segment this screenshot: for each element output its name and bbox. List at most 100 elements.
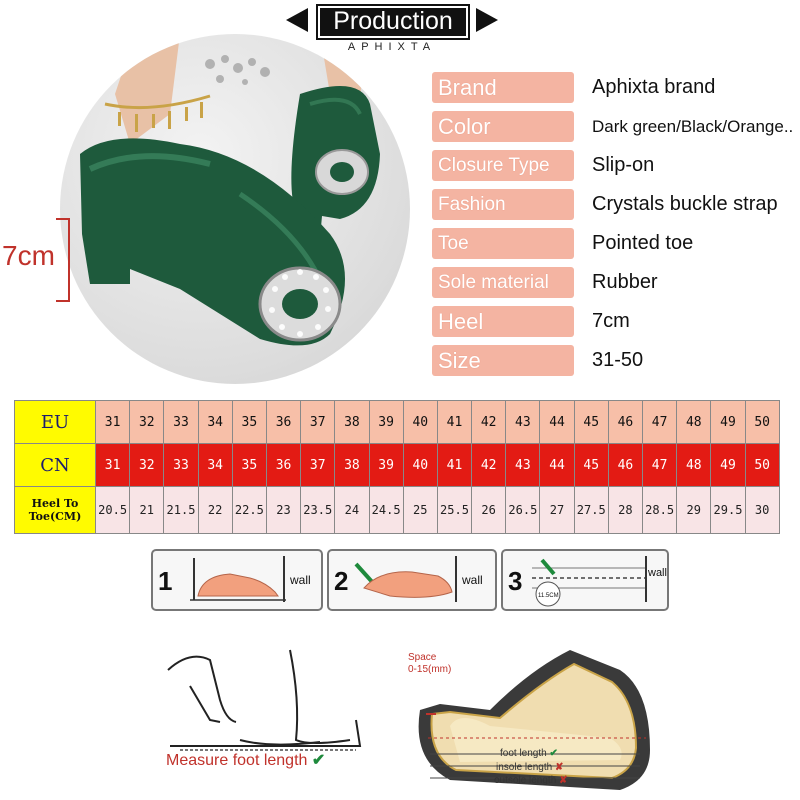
spec-row-closure: Closure Type Slip-on: [432, 148, 792, 187]
size-cell: 23: [265, 486, 302, 534]
size-cell: 47: [641, 443, 678, 487]
size-cell: 33: [163, 443, 199, 487]
size-cell: 25.5: [436, 486, 473, 534]
size-cell: 49: [710, 443, 746, 487]
size-cell: 33: [163, 400, 199, 444]
size-cell: 32: [129, 443, 165, 487]
spec-row-brand: Brand Aphixta brand: [432, 70, 792, 109]
shoe-photo: [60, 34, 410, 384]
size-row-eu: EU 31 32 33 34 35 36 37 38 39 40 41 42 4…: [14, 400, 780, 444]
size-cell: 44: [539, 443, 575, 487]
size-cell: 22: [197, 486, 233, 534]
size-cell: 34: [197, 443, 233, 487]
spec-value: Slip-on: [592, 154, 655, 176]
size-cell: 41: [436, 443, 473, 487]
cross-icon: ✘: [559, 775, 568, 786]
spec-key: Brand: [432, 72, 574, 103]
size-cell: 50: [744, 400, 780, 444]
size-cell: 31: [94, 400, 131, 444]
measure-foot-caption: Measure foot length ✔: [166, 750, 325, 770]
size-cell: 49: [710, 400, 746, 444]
size-cell: 50: [744, 443, 780, 487]
insole-length-label: insole length ✘: [496, 762, 563, 773]
size-cell: 42: [471, 400, 507, 444]
size-cell: 27.5: [573, 486, 609, 534]
size-cell: 29: [676, 486, 712, 534]
step-2-panel: 2 wall: [327, 549, 497, 611]
size-cell: 38: [334, 443, 370, 487]
banner-right-ribbon: [476, 8, 498, 32]
size-cell: 25: [402, 486, 438, 534]
size-cell: 35: [231, 443, 267, 487]
size-chart-table: EU 31 32 33 34 35 36 37 38 39 40 41 42 4…: [14, 400, 780, 534]
size-cell: 42: [471, 443, 507, 487]
outsole-length-label: outsole length ✘: [494, 775, 567, 786]
header-banner: Production: [286, 4, 498, 40]
spec-row-heel: Heel 7cm: [432, 304, 792, 343]
size-cell: 24.5: [368, 486, 404, 534]
size-cell: 26.5: [505, 486, 541, 534]
spec-key: Heel: [432, 306, 574, 337]
size-cell: 45: [573, 400, 609, 444]
size-cell: 46: [607, 443, 644, 487]
heel-label-line2: Toe(CM): [28, 510, 82, 523]
size-cell: 36: [265, 400, 302, 444]
shoe-illustration: [80, 34, 380, 346]
size-cell: 45: [573, 443, 609, 487]
size-cell: 28: [607, 486, 644, 534]
step-1-panel: 1 wall: [151, 549, 323, 611]
space-label-line1: Space: [408, 652, 437, 663]
size-cell: 30: [744, 486, 780, 534]
step-2-wall-label: wall: [461, 573, 483, 587]
spec-row-sole: Sole material Rubber: [432, 265, 792, 304]
size-cell: 43: [505, 443, 541, 487]
foot-length-text: foot length: [500, 748, 547, 759]
caption-text: Measure foot length: [166, 752, 308, 769]
size-cell: 28.5: [641, 486, 678, 534]
step-3-wall-label: wall: [647, 567, 667, 579]
spec-value: 7cm: [592, 310, 630, 332]
steps-svg: 1 wall 2 wall 3 wall 11.5CM: [151, 549, 669, 611]
size-cell: 47: [641, 400, 678, 444]
check-icon: ✔: [549, 748, 558, 759]
spec-row-size: Size 31-50: [432, 343, 792, 382]
banner-left-ribbon: [286, 8, 308, 32]
spec-key: Toe: [432, 228, 574, 259]
spec-value: Dark green/Black/Orange..: [592, 117, 794, 136]
size-cell: 36: [265, 443, 302, 487]
step-3-number: 3: [508, 566, 522, 596]
spec-row-toe: Toe Pointed toe: [432, 226, 792, 265]
insole-length-text: insole length: [496, 762, 553, 773]
space-label-line2: 0-15(mm): [408, 664, 452, 675]
spec-list: Brand Aphixta brand Color Dark green/Bla…: [432, 70, 794, 382]
spec-row-color: Color Dark green/Black/Orange..: [432, 109, 794, 148]
foot-length-label: foot length ✔: [500, 748, 558, 759]
size-cell: 38: [334, 400, 370, 444]
shoe-cross-section: [418, 650, 650, 790]
space-label: Space 0-15(mm): [408, 652, 451, 676]
size-cell: 43: [505, 400, 541, 444]
size-cell: 23.5: [300, 486, 336, 534]
check-icon: ✔: [311, 752, 326, 769]
size-cell: 48: [676, 443, 712, 487]
size-cell: 34: [197, 400, 233, 444]
spec-row-fashion: Fashion Crystals buckle strap: [432, 187, 792, 226]
size-cell: 40: [402, 443, 438, 487]
foot-measure-svg: [167, 649, 650, 790]
size-row-heel-to-toe: Heel To Toe(CM) 20.5 21 21.5 22 22.5 23 …: [14, 486, 780, 534]
step-1-wall-label: wall: [289, 573, 311, 587]
size-row-cn: CN 31 32 33 34 35 36 37 38 39 40 41 42 4…: [14, 443, 780, 487]
length-lines: [430, 753, 640, 779]
outsole-length-text: outsole length: [494, 775, 557, 786]
size-cell: 20.5: [94, 486, 131, 534]
size-cell: 37: [300, 400, 336, 444]
size-cell: 40: [402, 400, 438, 444]
size-cell: 46: [607, 400, 644, 444]
size-cell: 39: [368, 400, 404, 444]
size-cell: 35: [231, 400, 267, 444]
spec-value: Pointed toe: [592, 232, 694, 254]
foot-outline-drawing: [167, 649, 362, 751]
brand-subtitle: APHIXTA: [347, 41, 437, 53]
spec-value: Aphixta brand: [592, 76, 716, 98]
spec-key: Closure Type: [432, 150, 574, 181]
